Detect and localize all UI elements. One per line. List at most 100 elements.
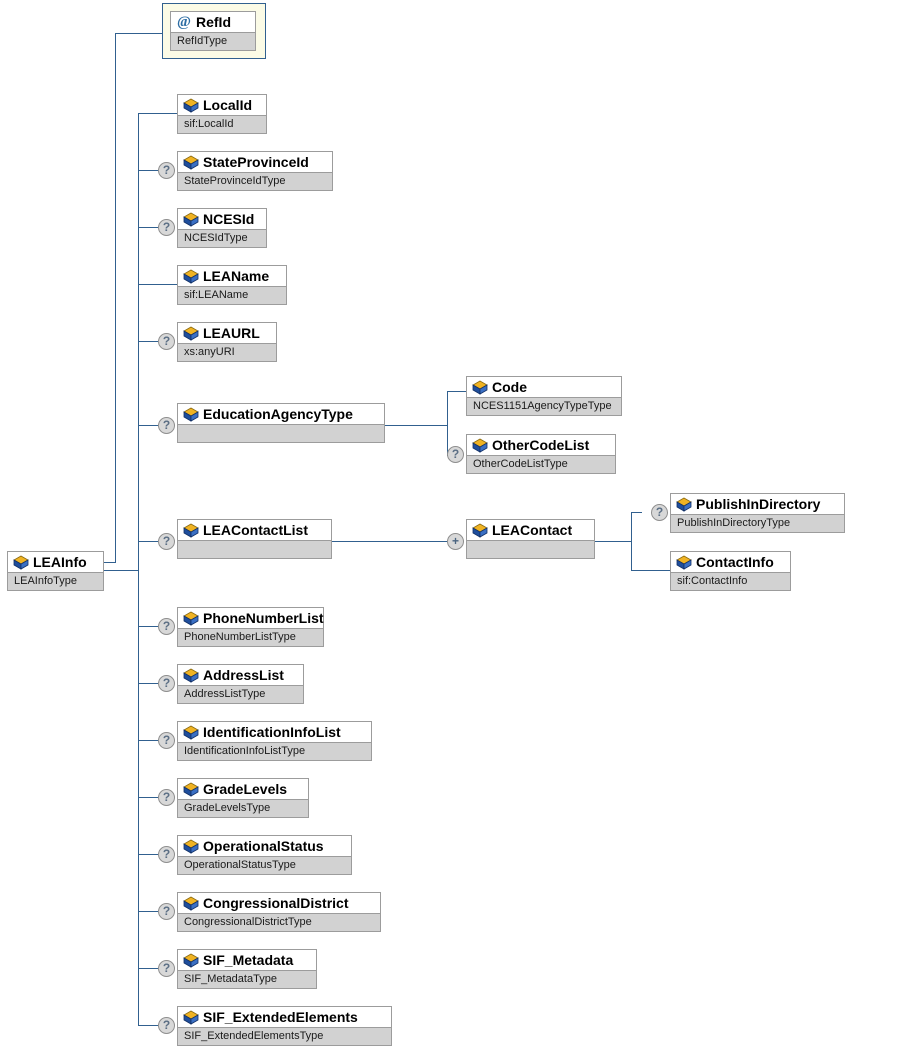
occurrence-badge-plus[interactable]: + (447, 533, 464, 550)
occurrence-badge-optional[interactable]: ? (158, 162, 175, 179)
connector-stub-sifmetadata (138, 968, 158, 969)
node-name: OperationalStatus (203, 838, 324, 854)
connector-stub-leaname (138, 284, 177, 285)
node-name: Code (492, 379, 527, 395)
element-icon (13, 555, 29, 570)
element-icon (183, 725, 199, 740)
node-type-row: sif:LocalId (178, 116, 266, 133)
node-title-row: LEAInfo (8, 552, 103, 573)
node-name: LEAName (203, 268, 270, 284)
occurrence-badge-optional[interactable]: ? (158, 846, 175, 863)
occurrence-badge-optional[interactable]: ? (158, 903, 175, 920)
node-type: xs:anyURI (184, 346, 235, 358)
node-refid[interactable]: @ RefId RefIdType (170, 11, 256, 51)
node-leaname[interactable]: LEAName sif:LEAName (177, 265, 287, 305)
node-title-row: SIF_Metadata (178, 950, 316, 971)
element-icon (183, 212, 199, 227)
connector-attribute-trunk (115, 33, 116, 563)
node-type-row: SIF_MetadataType (178, 971, 316, 988)
node-type-row: LEAInfoType (8, 573, 103, 590)
node-type-row: OperationalStatusType (178, 857, 351, 874)
node-type-row (178, 541, 331, 558)
node-title-row: GradeLevels (178, 779, 308, 800)
occurrence-badge-optional[interactable]: ? (158, 1017, 175, 1034)
occurrence-badge-optional[interactable]: ? (158, 789, 175, 806)
connector-eat-out (385, 425, 447, 426)
node-type-row: AddressListType (178, 686, 303, 703)
occurrence-badge-optional[interactable]: ? (447, 446, 464, 463)
node-type: OperationalStatusType (184, 859, 296, 871)
occurrence-badge-optional[interactable]: ? (158, 960, 175, 977)
node-leainfo-root[interactable]: LEAInfo LEAInfoType (7, 551, 104, 591)
connector-stub-ncesid (138, 227, 158, 228)
node-title-row: LocalId (178, 95, 266, 116)
node-type-row: PublishInDirectoryType (671, 515, 844, 532)
occurrence-badge-optional[interactable]: ? (158, 219, 175, 236)
node-type: sif:LEAName (184, 289, 249, 301)
connector-stub-operationalstatus (138, 854, 158, 855)
element-icon (183, 98, 199, 113)
connector-stub-localid (138, 113, 177, 114)
connector-stub-congressionaldistrict (138, 911, 158, 912)
occurrence-badge-optional[interactable]: ? (158, 675, 175, 692)
node-title-row: LEAContact (467, 520, 594, 541)
attribute-icon: @ (177, 13, 191, 30)
occurrence-badge-optional[interactable]: ? (158, 533, 175, 550)
node-type: NCESIdType (184, 232, 248, 244)
node-type: NCES1151AgencyTypeType (473, 400, 612, 412)
element-icon (183, 269, 199, 284)
node-type: SIF_ExtendedElementsType (184, 1030, 324, 1042)
node-type: PhoneNumberListType (184, 631, 296, 643)
node-name: NCESId (203, 211, 255, 227)
node-title-row: SIF_ExtendedElements (178, 1007, 391, 1028)
node-title-row: AddressList (178, 665, 303, 686)
node-title-row: LEAName (178, 266, 286, 287)
occurrence-badge-optional[interactable]: ? (158, 417, 175, 434)
element-icon (183, 155, 199, 170)
node-name: PublishInDirectory (696, 496, 821, 512)
occurrence-badge-optional[interactable]: ? (651, 504, 668, 521)
connector-stub-addresslist (138, 683, 158, 684)
node-name: LEAContactList (203, 522, 308, 538)
occurrence-badge-optional[interactable]: ? (158, 333, 175, 350)
node-name: GradeLevels (203, 781, 288, 797)
node-leacontactlist[interactable]: LEAContactList (177, 519, 332, 559)
element-icon (676, 497, 692, 512)
node-type: OtherCodeListType (473, 458, 568, 470)
connector-stub-educationagencytype (138, 425, 158, 426)
node-type: sif:ContactInfo (677, 575, 748, 587)
node-type: IdentificationInfoListType (184, 745, 306, 757)
connector-stub-leaurl (138, 341, 158, 342)
node-educationagencytype[interactable]: EducationAgencyType (177, 403, 385, 443)
element-icon (472, 523, 488, 538)
node-name: LEAContact (492, 522, 573, 538)
element-icon (183, 523, 199, 538)
node-type-row: sif:LEAName (178, 287, 286, 304)
node-name: SIF_ExtendedElements (203, 1009, 358, 1025)
node-title-row: @ RefId (171, 12, 255, 33)
node-name: ContactInfo (696, 554, 774, 570)
connector-lcl-to-leacontact (332, 541, 447, 542)
connector-stub-sifextendedelements (138, 1025, 158, 1026)
occurrence-badge-optional[interactable]: ? (158, 618, 175, 635)
connector-root-to-attribute-trunk (104, 562, 116, 563)
node-title-row: OtherCodeList (467, 435, 615, 456)
node-leacontact[interactable]: LEAContact (466, 519, 595, 559)
occurrence-badge-optional[interactable]: ? (158, 732, 175, 749)
node-contactinfo[interactable]: ContactInfo sif:ContactInfo (670, 551, 791, 591)
